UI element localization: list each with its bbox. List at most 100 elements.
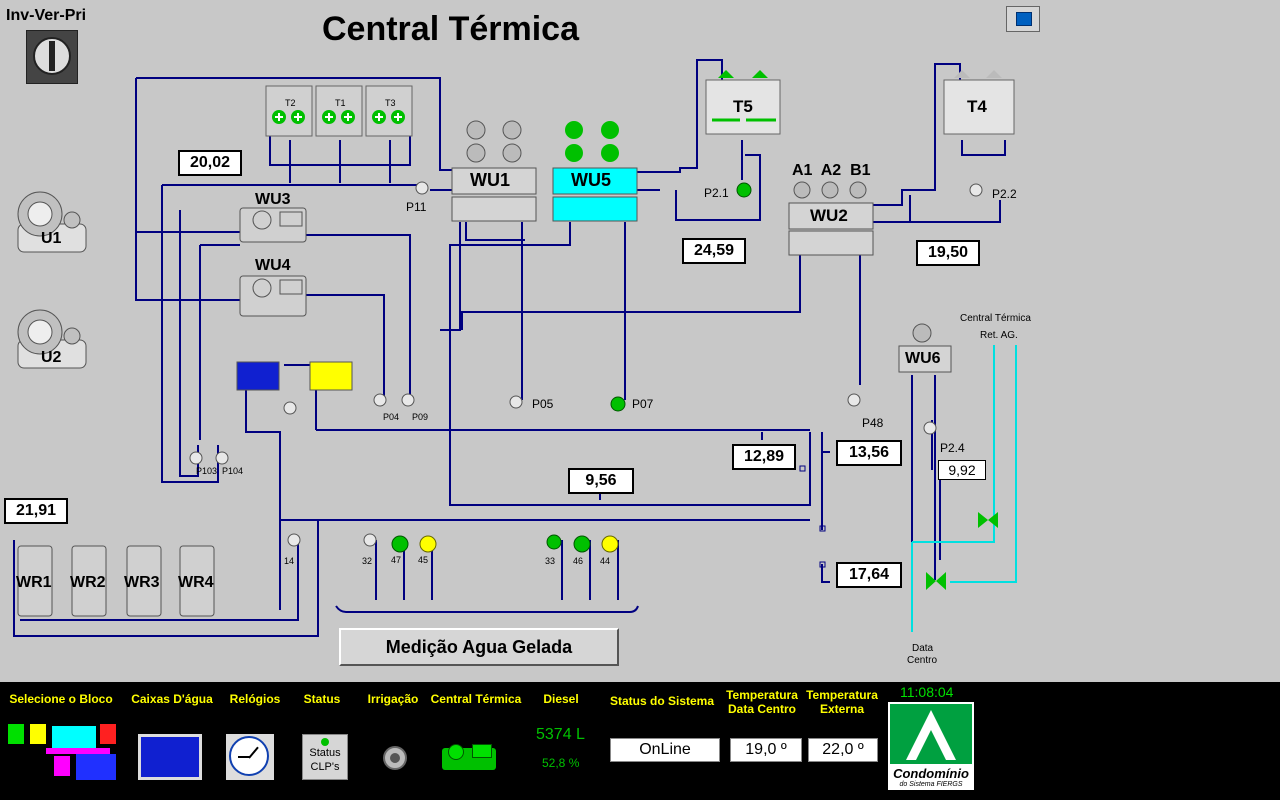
irrigation-pump-icon[interactable]	[380, 740, 410, 776]
mode-knob[interactable]	[26, 30, 78, 84]
pipe-network	[13, 59, 1006, 637]
value-1950: 19,50	[916, 240, 980, 266]
data-centro-label-1: Data	[912, 643, 934, 654]
tool-button[interactable]	[1006, 6, 1040, 32]
p11-label: P11	[406, 200, 427, 214]
wr-units	[17, 545, 215, 617]
mode-label: Inv-Ver-Pri	[6, 7, 87, 24]
cold-water-lines	[911, 345, 1017, 632]
tool-icon	[1016, 12, 1032, 26]
status-clps-button[interactable]: Status CLP's	[302, 734, 348, 780]
p22-label: P2.2	[992, 187, 1017, 201]
status-clps-line1: Status	[309, 747, 341, 759]
nav-irrigacao-label: Irrigação	[367, 692, 419, 706]
pump-14-label: 14	[284, 556, 295, 566]
wu3-label[interactable]: WU3	[255, 191, 291, 208]
knob-dial-icon	[33, 37, 71, 75]
wu1-fans	[466, 120, 522, 163]
wu2-label[interactable]: WU2	[810, 206, 848, 225]
nav-temp-dc-label-2: Data Centro	[727, 702, 796, 716]
wu4-label[interactable]: WU4	[255, 257, 291, 274]
data-centro-label-2: Centro	[907, 655, 938, 666]
valves	[926, 512, 998, 590]
value-1356: 13,56	[836, 440, 902, 466]
wu5-upper	[552, 167, 638, 195]
wu1-label[interactable]: WU1	[470, 170, 510, 190]
temp-externa-value: 22,0 º	[808, 738, 878, 762]
p04-label: P04	[383, 412, 400, 422]
value-1764: 17,64	[836, 562, 902, 588]
pumps-active	[391, 182, 752, 553]
wu6-label[interactable]: WU6	[905, 350, 941, 367]
logo-mark-icon	[890, 704, 972, 764]
pump-44-label: 44	[600, 556, 611, 566]
value-992: 9,92	[938, 460, 986, 480]
value-2191: 21,91	[4, 498, 68, 524]
page-title: Central Térmica	[322, 10, 579, 48]
wu2-fans	[793, 181, 867, 199]
u1-unit	[17, 191, 87, 253]
p104-label: P104	[222, 466, 244, 476]
value-2002: 20,02	[178, 150, 242, 176]
status-clps-line2: CLP's	[310, 761, 340, 773]
water-tank-blue	[236, 361, 280, 391]
value-2459: 24,59	[682, 238, 746, 264]
nav-status-label: Status	[303, 692, 341, 706]
medicao-agua-gelada-button[interactable]: Medição Agua Gelada	[339, 628, 619, 666]
wu6-unit	[898, 345, 952, 373]
t1-label: T1	[335, 98, 346, 108]
logo-subtitle: do Sistema FIERGS	[899, 781, 963, 788]
nav-caixas-label: Caixas D'água	[131, 692, 213, 706]
pump-46-label: 46	[573, 556, 584, 566]
u2-label[interactable]: U2	[41, 349, 62, 366]
condominio-logo: Condomínio do Sistema FIERGS	[888, 702, 974, 790]
central-ret-label-2: Ret. AG.	[980, 330, 1018, 341]
t4-tower	[943, 79, 1015, 135]
wu1-lower	[451, 196, 537, 222]
water-tank-icon[interactable]	[138, 734, 202, 780]
clock-time: 11:08:04	[900, 684, 954, 700]
p48-label: P48	[862, 416, 884, 430]
t4-label[interactable]: T4	[967, 97, 987, 116]
nav-relogios-label: Relógios	[229, 692, 281, 706]
p103-label: P103	[196, 466, 218, 476]
t3-label: T3	[385, 98, 396, 108]
footer-navigation: Selecione o Bloco Caixas D'água Relógios…	[0, 682, 1280, 800]
p05-label: P05	[532, 397, 554, 411]
nav-temp-ext-label-2: Externa	[819, 702, 865, 716]
wu4-compressor	[239, 275, 307, 317]
system-status-value: OnLine	[610, 738, 720, 762]
wr3-label[interactable]: WR3	[124, 574, 160, 591]
block-map-icon[interactable]	[6, 722, 118, 782]
wr1-label[interactable]: WR1	[16, 574, 52, 591]
t5-tower	[705, 79, 781, 135]
pumps-standby	[419, 535, 619, 553]
logo-name: Condomínio	[893, 766, 969, 781]
wu5-fans	[565, 121, 619, 162]
value-1289: 12,89	[732, 444, 796, 470]
u2-unit	[17, 309, 87, 369]
u1-label[interactable]: U1	[41, 230, 62, 247]
nav-central-label: Central Térmica	[430, 692, 522, 706]
nav-temp-ext-label-1: Temperatura	[806, 688, 878, 702]
a1-a2-b1-label: A1 A2 B1	[792, 162, 871, 179]
p09-label: P09	[412, 412, 429, 422]
wr4-label[interactable]: WR4	[178, 574, 214, 591]
diesel-percent: 52,8 %	[542, 756, 580, 770]
central-termica-icon[interactable]	[440, 740, 498, 776]
wr2-label[interactable]: WR2	[70, 574, 106, 591]
wu5-label[interactable]: WU5	[571, 170, 611, 190]
wu1-upper	[451, 167, 537, 195]
tower-group-t	[265, 85, 413, 137]
wu2-upper	[788, 202, 874, 230]
pumps-inactive	[189, 181, 983, 547]
value-956: 9,56	[568, 468, 634, 494]
nav-diesel-label: Diesel	[543, 692, 579, 706]
scada-panel: Central Térmica Inv-Ver-Pri 20,02 24,59 …	[4, 6, 1040, 666]
wu3-compressor	[239, 207, 307, 243]
clock-icon[interactable]	[226, 734, 274, 780]
wu5-lower	[552, 196, 638, 222]
p24-label: P2.4	[940, 441, 965, 455]
t5-label[interactable]: T5	[733, 97, 753, 116]
wu2-lower	[788, 230, 874, 256]
